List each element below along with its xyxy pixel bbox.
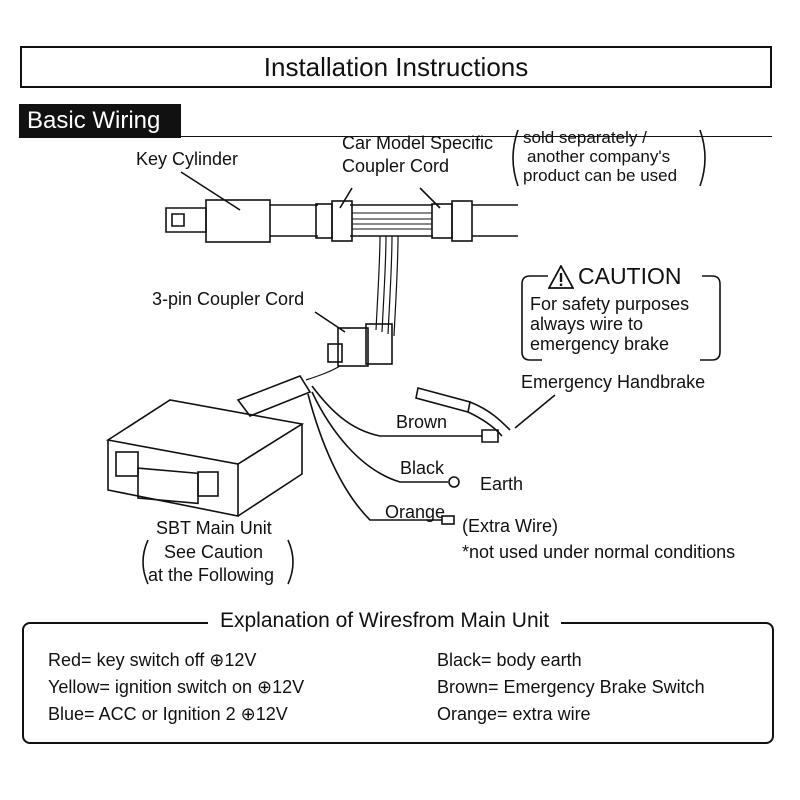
label-coupler-line1: Car Model Specific: [342, 133, 494, 153]
main-unit-box: [105, 399, 305, 517]
label-key-cylinder: Key Cylinder: [136, 149, 239, 169]
wire-row-black: Black= body earth: [437, 650, 582, 670]
label-black: Black: [400, 458, 445, 478]
handbrake-lever: [415, 387, 511, 437]
earth-ring-terminal: [448, 476, 460, 488]
brown-wire: [311, 385, 482, 437]
unit-paren-left: [142, 539, 149, 585]
label-earth: Earth: [480, 474, 524, 494]
wire-desc: ignition switch on: [114, 677, 252, 697]
key-icon: [165, 207, 207, 233]
caution-bracket-left: [521, 275, 548, 361]
label-orange: Orange: [385, 502, 446, 522]
label-main-unit-line1: SBT Main Unit: [156, 518, 272, 538]
wire-row-yellow: Yellow= ignition switch on ⊕12V: [48, 677, 304, 698]
key-cylinder-pointer: [180, 171, 241, 211]
caution-bracket-right: [700, 275, 721, 361]
wire-value: 12V: [224, 650, 257, 670]
coupler-pointer-right: [419, 187, 441, 209]
wire-value: 12V: [272, 677, 305, 697]
caution-line2: always wire to: [530, 314, 644, 334]
wire-desc: ACC or Ignition 2: [98, 704, 236, 724]
label-coupler-line2: Coupler Cord: [342, 156, 450, 176]
handbrake-pointer: [514, 394, 556, 429]
wire-name: Yellow=: [48, 677, 110, 697]
label-not-used: *not used under normal conditions: [462, 542, 736, 562]
explanation-title: Explanation of Wiresfrom Main Unit: [208, 609, 562, 633]
wire-value: 12V: [255, 704, 288, 724]
caution-heading-text: CAUTION: [578, 263, 682, 289]
plus-circle-icon: ⊕: [209, 650, 225, 670]
plus-circle-icon: ⊕: [240, 704, 256, 724]
page-title: Installation Instructions: [20, 46, 772, 88]
coupler-pointer-left: [339, 187, 353, 209]
label-sold-line1: sold separately /: [523, 128, 647, 147]
label-sold-line2: another company's: [527, 147, 671, 166]
section-tab-basic-wiring: Basic Wiring: [19, 104, 181, 138]
caution-line1: For safety purposes: [530, 294, 690, 314]
wire-row-orange: Orange= extra wire: [437, 704, 591, 724]
wire-row-brown: Brown= Emergency Brake Switch: [437, 677, 705, 697]
label-brown: Brown: [396, 412, 448, 432]
section-divider: [181, 136, 772, 137]
unit-wire-bundle: [305, 365, 341, 381]
wire-desc: key switch off: [96, 650, 205, 670]
coupler-left: [315, 200, 353, 242]
label-main-unit-line3: at the Following: [148, 565, 275, 585]
wire-name: Red=: [48, 650, 92, 670]
harness-tube: [270, 204, 518, 237]
black-wire: [311, 391, 448, 483]
coupler-right: [431, 200, 473, 242]
wire-name: Blue=: [48, 704, 95, 724]
key-cylinder-body: [205, 199, 271, 243]
caution-heading: CAUTION: [548, 263, 682, 290]
sold-paren-left: [512, 129, 519, 187]
label-sold-line3: product can be used: [523, 166, 678, 185]
unit-paren-right: [287, 539, 294, 585]
wire-row-red: Red= key switch off ⊕12V: [48, 650, 256, 671]
orange-terminal: [441, 515, 455, 525]
label-handbrake: Emergency Handbrake: [521, 372, 706, 392]
label-three-pin: 3-pin Coupler Cord: [152, 289, 305, 309]
plus-circle-icon: ⊕: [257, 677, 273, 697]
caution-line3: emergency brake: [530, 334, 670, 354]
wire-row-blue: Blue= ACC or Ignition 2 ⊕12V: [48, 704, 288, 725]
warning-icon: [548, 264, 574, 289]
three-pin-pointer: [314, 311, 346, 333]
sold-paren-right: [699, 129, 706, 187]
caution-text: For safety purposes always wire to emerg…: [530, 294, 689, 354]
orange-wire: [307, 393, 442, 521]
three-pin-coupler: [327, 323, 393, 367]
branch-wires: [375, 235, 399, 337]
brown-terminal: [481, 429, 499, 443]
label-extra-wire: (Extra Wire): [462, 516, 558, 536]
label-main-unit-line2: See Caution: [164, 542, 264, 562]
unit-cable-sleeve: [236, 375, 312, 417]
